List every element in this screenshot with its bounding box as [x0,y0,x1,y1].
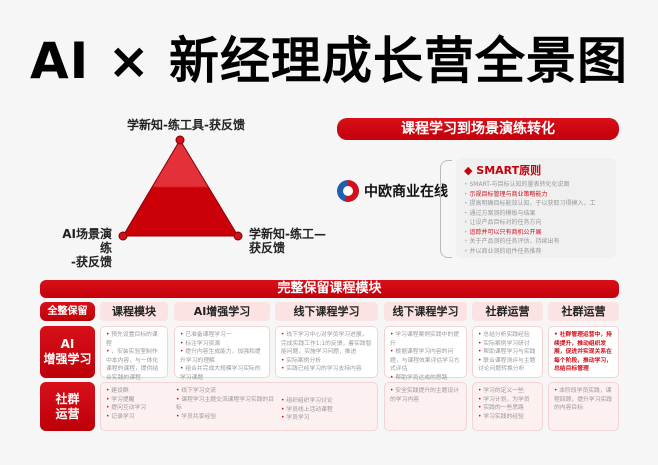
bullet-item: 学习的定义一些 [478,387,537,396]
triangle-top-label: 学新知-练工具-获反馈 [127,118,245,132]
module-cell: 学习课程案例实践中的提升根据课程学习内容的问题，与课程效果评估学习方式评估帮助学… [384,326,467,381]
bullet-list: 学习课程案例实践中的提升根据课程学习内容的问题，与课程效果评估学习方式评估帮助学… [390,331,461,383]
vertex-right-dot [233,231,243,241]
logo-text: 中欧商业在线 [364,184,448,200]
smart-title: ◆ SMART原则 [464,162,608,178]
bullet-item: 学习提醒 [106,396,161,405]
bullet-item: 预先设置目标的课程 [106,331,162,348]
bullet-list: 预先设置目标的课程，安装实验室制作中本内容，与一体化课程的课程，提供结合实践的课… [106,331,162,383]
smart-panel: ◆ SMART原则 SMART-与目标认知的量表转化化说图示规目标管理与商业策略… [456,158,616,258]
bullet-item: 已准备课程学习一 [180,331,264,340]
smart-item: 追踪并可以只有商机公开展 [464,228,608,238]
module-cell: 安全实践提升的主题设计的学习内容 [384,382,467,431]
smart-item: SMART-与目标认知的量表转化化说图 [464,180,608,190]
smart-list: SMART-与目标认知的量表转化化说图示规目标管理与商业策略能力提高明确目标能效… [464,180,608,256]
row-label-ai: AI 增强学习 [40,326,95,378]
header-ai-learning: AI增强学习 [174,302,270,321]
bullet-list: 社群管理运营中，持续提升，推动组织发展，促进并实现关系在每个阶段，推动学习，总结… [554,331,613,374]
bullet-item: 线下学习中心对学员学习进展，完成实践工作1:1的反馈，着实践智能问题，实施学习问… [281,331,372,357]
bullet-list: 线下学习中心对学员学习进展，完成实践工作1:1的反馈，着实践智能问题，实施学习问… [281,331,372,374]
bullet-item: 课程学习主题交流课程学习实践的目标 [176,396,276,413]
page-title: AI × 新经理成长营全景图 [29,32,628,90]
bullet-list: 安全实践提升的主题设计的学习内容 [390,387,461,404]
header-full-retain: 全整保留 [40,302,95,321]
smart-item: 通过方案测的模板与结果 [464,209,608,219]
module-cell: 预先设置目标的课程，安装实验室制作中本内容，与一体化课程的课程，提供结合实践的课… [100,326,168,381]
label-line: -获反馈 [71,255,112,269]
bullet-item: 建设群 [106,387,161,396]
header-course-module: 课程模块 [100,302,168,321]
bullet-item: 社群管理运营中，持续提升，推动组织发展，促进并实现关系在每个阶段，推动学习，总结… [554,331,613,374]
community-group: 组织组织学习讨论学员线上活动课程学员学习 [281,397,376,423]
vertex-top-dot [175,135,185,145]
bullet-item: 学员线上活动课程 [281,406,376,415]
smart-item: 让设产品目标对的任务方向 [464,218,608,228]
bullet-item: 联合课程测评与主题讨论问题转换分析 [478,357,537,374]
bullet-item: ，安装实验室制作中本内容，与一体化课程的课程，提供结合实践的课程 [106,348,162,382]
bullet-item: 实践已经学习的学习支持内容 [281,365,372,374]
bullet-item: 组织组织学习讨论 [281,397,376,406]
bullet-list: 学习的定义一些学习计划，为学员实践的一些思路学习实践的经验 [478,387,537,421]
triangle-diagram [118,135,243,241]
bullet-item: 学习计划，为学员 [478,396,537,405]
bullet-item: 提问互动学习 [106,404,161,413]
module-cell: 总结分析实践经验实际案例学习研讨帮助课程学习与实践联合课程测评与主题讨论问题转换… [472,326,543,378]
diamond-icon: ◆ [464,164,477,177]
bullet-item: 记录学习 [106,413,161,422]
smart-item: 关于产品测的任务评估，持续出有 [464,237,608,247]
smart-title-text: SMART原则 [476,164,542,177]
community-wide-cell: 建设群学习提醒提问互动学习记录学习 线下学习交流课程学习主题交流课程学习实践的目… [100,382,378,431]
community-group: 建设群学习提醒提问互动学习记录学习 [106,387,161,421]
smart-item: 示规目标管理与商业策略能力 [464,190,608,200]
label-line: 学新知-练工— [249,227,326,241]
triangle-right-label: 学新知-练工—获反馈 [249,227,326,255]
triangle-left-label: AI场景演练-获反馈 [56,227,112,269]
module-cell: 社群管理运营中，持续提升，推动组织发展，促进并实现关系在每个阶段，推动学习，总结… [548,326,619,378]
header-community-2: 社群运营 [548,302,619,321]
module-cell: 学习的定义一些学习计划，为学员实践的一些思路学习实践的经验 [472,382,543,431]
logo-icon [337,180,359,202]
bullet-item: 组合并完成大规模学习实际的学习课题 [180,365,264,382]
smart-item: 提高明确目标能效认知，于以获取习得模入，工 [464,199,608,209]
vertex-left-dot [118,231,128,241]
bullet-item: 帮助课程学习与实践 [478,348,537,357]
module-cell: 已准备课程学习一标注学习资源提升内容生成能力，加强和提升学习的理解组合并完成大规… [174,326,270,381]
header-community-1: 社群运营 [472,302,543,321]
brace-divider [440,160,452,258]
bullet-item: 根据课程学习内容的问题，与课程效果评估学习方式评估 [390,348,461,374]
bullet-item: 实际案例学习研讨 [478,340,537,349]
bullet-item: 总结分析实践经验 [478,331,537,340]
bullet-item: 学习课程案例实践中的提升 [390,331,461,348]
label-line: 获反馈 [249,241,286,255]
module-cell: 本阶段学员实践，课程回顾，提升学习实践的内容目标 [548,382,619,431]
module-cell: 线下学习中心对学员学习进展，完成实践工作1:1的反馈，着实践智能问题，实施学习问… [275,326,378,378]
bullet-list: 本阶段学员实践，课程回顾，提升学习实践的内容目标 [554,387,613,413]
module-banner: 完整保留课程模块 [40,280,619,298]
bullet-list: 已准备课程学习一标注学习资源提升内容生成能力，加强和提升学习的理解组合并完成大规… [180,331,264,383]
header-offline-1: 线下课程学习 [275,302,378,321]
bullet-item: 标注学习资源 [180,340,264,349]
bullet-item: 实践的一些思路 [478,404,537,413]
triangle-shape [122,139,239,237]
row-label-community: 社群 运营 [40,382,95,431]
label-line: AI场景演练 [62,227,112,255]
header-offline-2: 线下课程学习 [384,302,467,321]
transform-banner: 课程学习到场景演练转化 [337,118,619,140]
bullet-item: 学员学习 [281,414,376,423]
bullet-item: 提升内容生成能力，加强和提升学习的理解 [180,348,264,365]
bullet-item: 帮助学员达成的思路 [390,374,461,383]
community-group: 线下学习交流课程学习主题交流课程学习实践的目标学员共享经验 [176,387,276,421]
bullet-item: 学员共享经验 [176,413,276,422]
bullet-item: 本阶段学员实践，课程回顾，提升学习实践的内容目标 [554,387,613,413]
bullet-item: 线下学习交流 [176,387,276,396]
ceibs-logo: 中欧商业在线 [337,180,448,202]
bullet-item: 安全实践提升的主题设计的学习内容 [390,387,461,404]
bullet-list: 总结分析实践经验实际案例学习研讨帮助课程学习与实践联合课程测评与主题讨论问题转换… [478,331,537,374]
smart-item: 并以商业测的组件任务推荐 [464,247,608,257]
bullet-item: 学习实践的经验 [478,413,537,422]
bullet-item: 实际案例分析 [281,357,372,366]
